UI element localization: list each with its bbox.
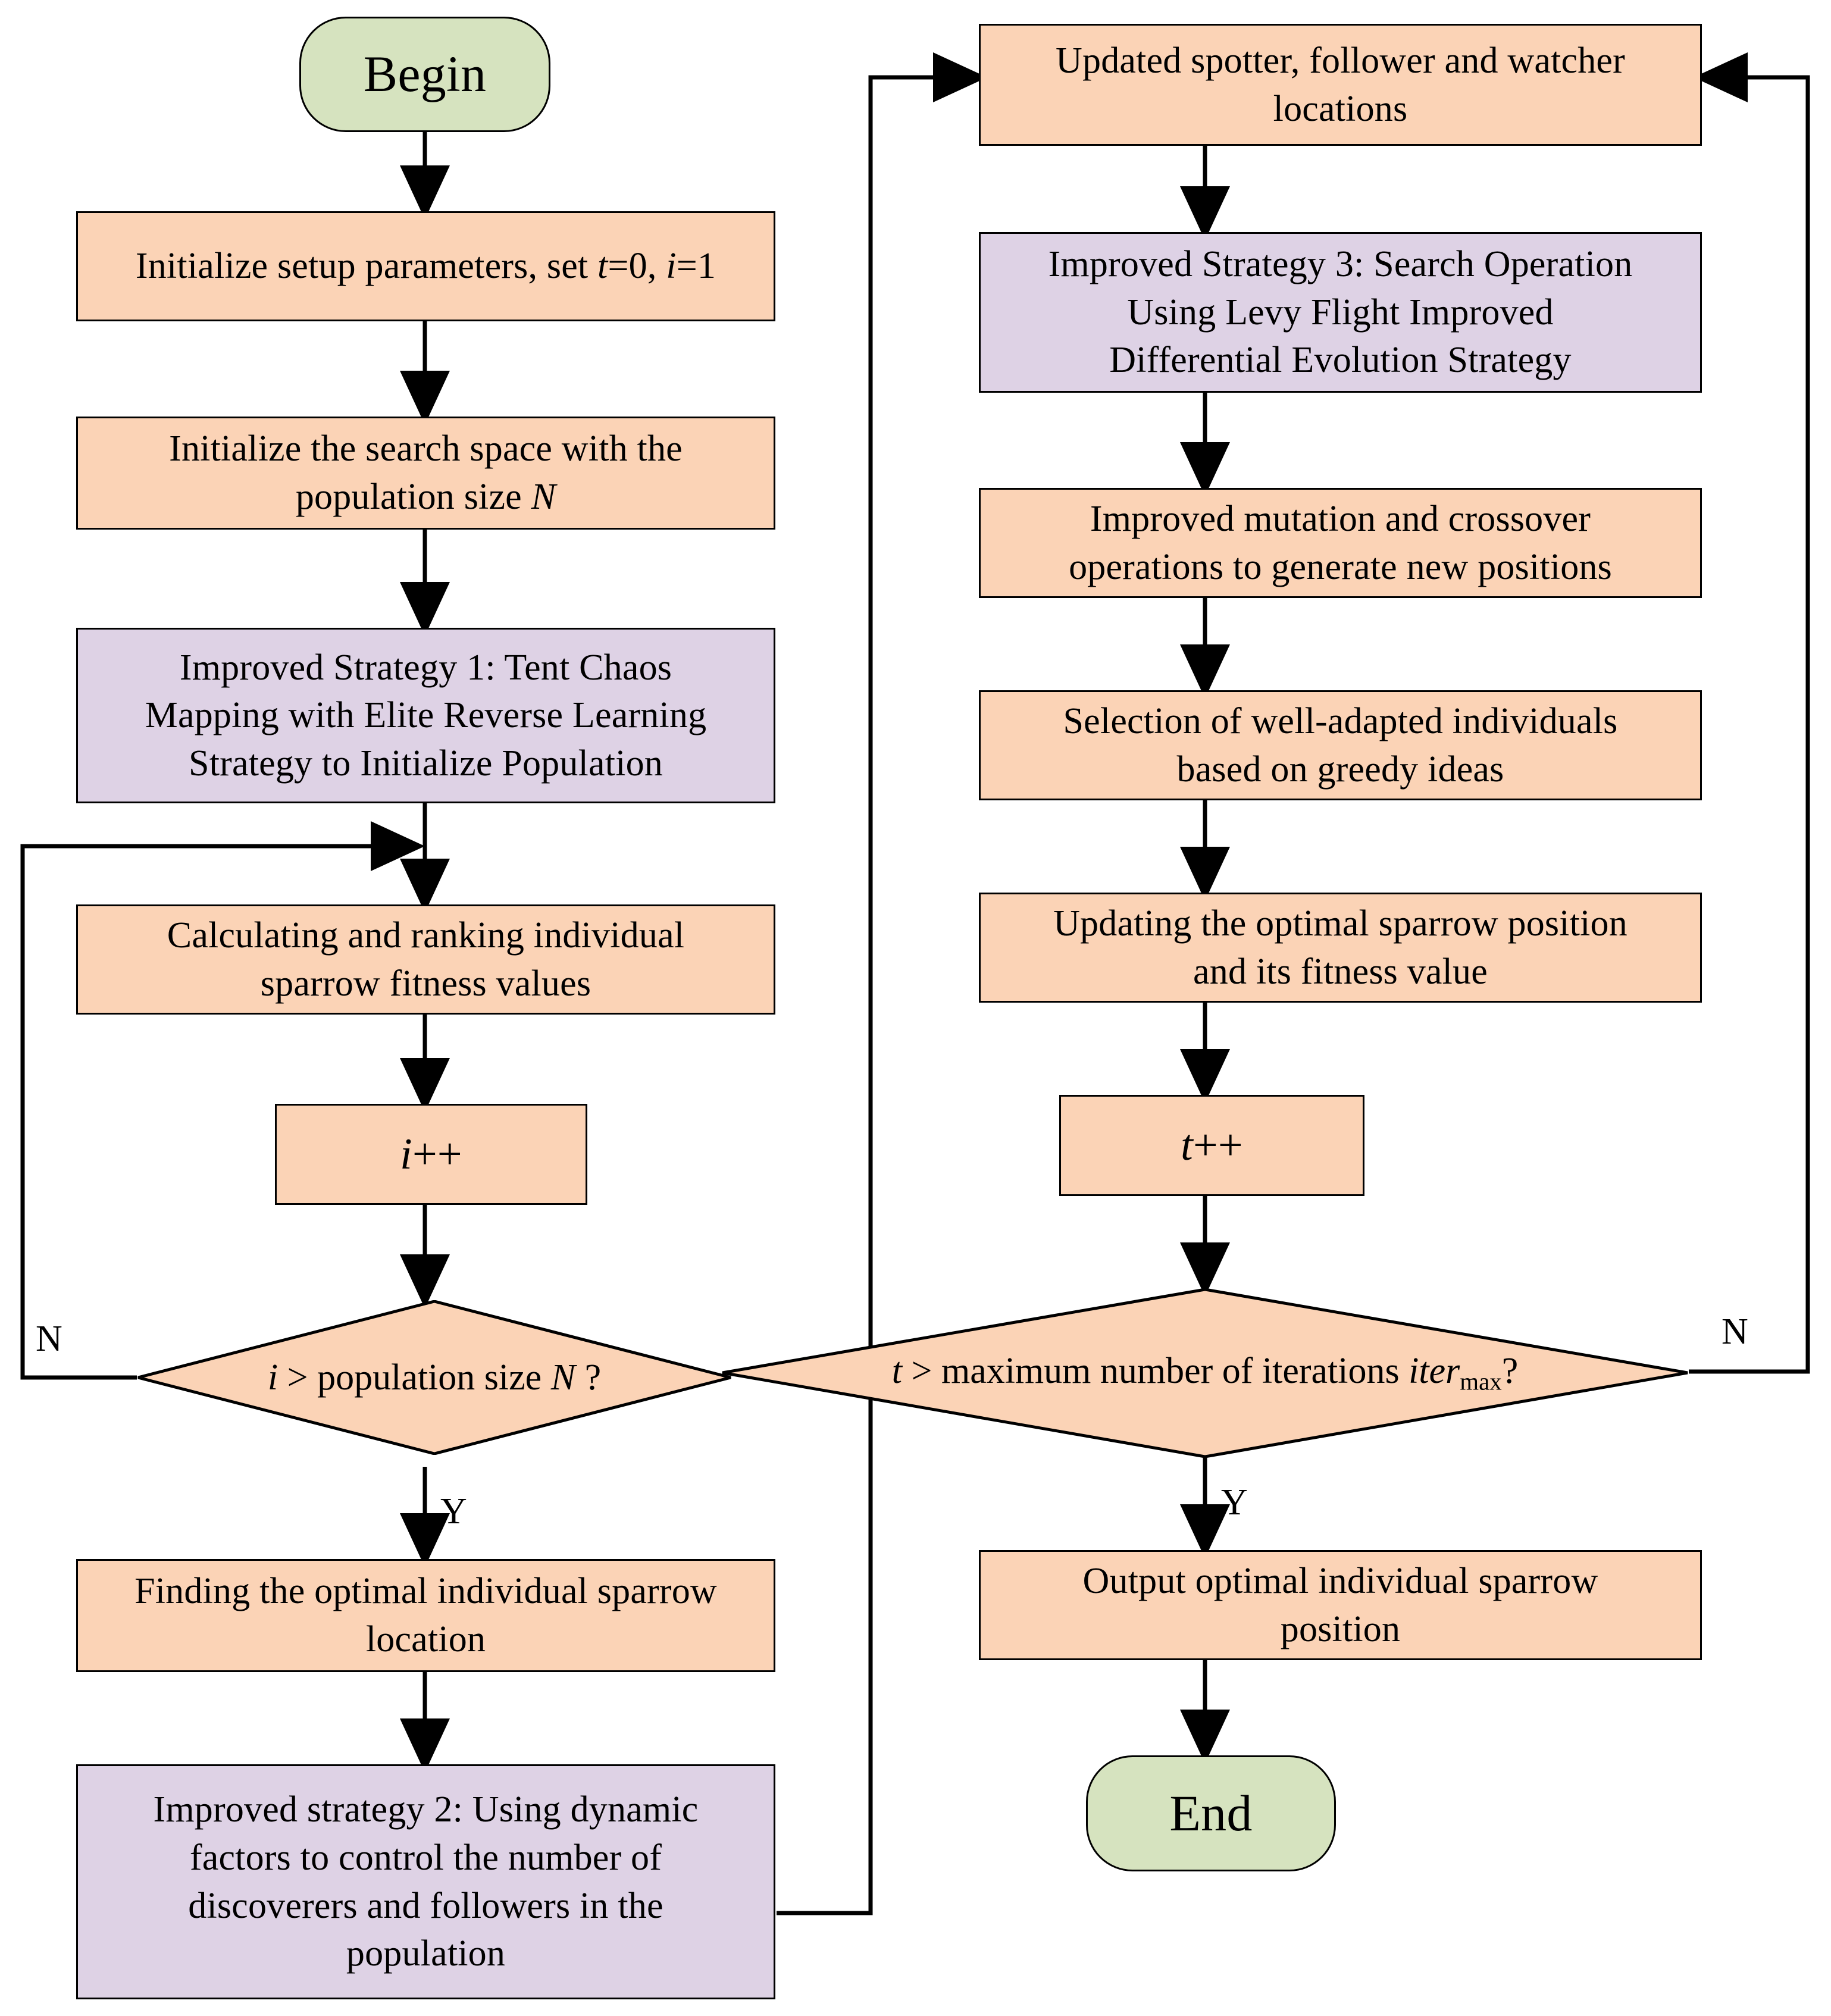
- node-t-increment[interactable]: t++: [1059, 1095, 1364, 1196]
- node-updated-locations[interactable]: Updated spotter, follower and watcher lo…: [979, 24, 1702, 146]
- t-increment-op: ++: [1193, 1120, 1243, 1170]
- node-updating-optimal-position-line1: Updating the optimal sparrow position: [1053, 903, 1627, 944]
- node-updating-optimal-position-line2: and its fitness value: [1193, 951, 1488, 992]
- edge-label-left-no: N: [36, 1318, 62, 1360]
- decision-i-var: i: [267, 1357, 278, 1398]
- decision-i-q: ?: [575, 1357, 602, 1398]
- node-end[interactable]: End: [1086, 1755, 1336, 1871]
- node-i-increment-label: i++: [400, 1126, 462, 1183]
- node-decision-t-gt-itermax-label: t > maximum number of iterations itermax…: [892, 1350, 1518, 1395]
- node-end-label: End: [1169, 1784, 1253, 1842]
- node-improved-strategy-2-line3: discoverers and followers in the: [188, 1885, 663, 1926]
- node-improved-strategy-2[interactable]: Improved strategy 2: Using dynamic facto…: [76, 1764, 775, 1999]
- init-params-text-3: =1: [676, 246, 716, 287]
- node-improved-mutation-crossover-line1: Improved mutation and crossover: [1090, 498, 1591, 539]
- node-find-optimal-location[interactable]: Finding the optimal individual sparrow l…: [76, 1559, 775, 1672]
- edge-label-left-yes-text: Y: [440, 1491, 467, 1532]
- node-i-increment[interactable]: i++: [275, 1104, 587, 1205]
- node-updated-locations-line1: Updated spotter, follower and watcher: [1056, 40, 1625, 81]
- edge-label-left-no-text: N: [36, 1319, 62, 1359]
- node-improved-strategy-3-line1: Improved Strategy 3: Search Operation: [1048, 244, 1633, 285]
- node-output-optimal-position-line1: Output optimal individual sparrow: [1082, 1560, 1598, 1601]
- node-improved-strategy-3[interactable]: Improved Strategy 3: Search Operation Us…: [979, 232, 1702, 393]
- node-improved-strategy-1-line3: Strategy to Initialize Population: [189, 743, 663, 784]
- init-params-text-2: =0,: [608, 246, 666, 287]
- node-improved-strategy-2-line2: factors to control the number of: [189, 1837, 662, 1878]
- node-initialize-setup-parameters-label: Initialize setup parameters, set t=0, i=…: [136, 242, 716, 290]
- t-increment-var: t: [1181, 1120, 1193, 1170]
- decision-t-q: ?: [1501, 1351, 1519, 1392]
- node-calculate-rank-fitness-line2: sparrow fitness values: [260, 963, 591, 1004]
- node-decision-t-gt-itermax[interactable]: t > maximum number of iterations itermax…: [721, 1288, 1689, 1458]
- node-improved-mutation-crossover[interactable]: Improved mutation and crossover operatio…: [979, 488, 1702, 598]
- node-improved-strategy-2-line4: population: [346, 1933, 506, 1974]
- edge-label-right-no-text: N: [1722, 1311, 1748, 1352]
- node-begin[interactable]: Begin: [299, 17, 550, 132]
- edge-label-right-yes-text: Y: [1221, 1482, 1248, 1523]
- node-selection-greedy-line2: based on greedy ideas: [1176, 749, 1504, 790]
- i-increment-op: ++: [412, 1129, 462, 1179]
- node-improved-strategy-3-line3: Differential Evolution Strategy: [1109, 340, 1572, 381]
- node-t-increment-label: t++: [1181, 1117, 1243, 1174]
- node-initialize-search-space-line2: population size N: [296, 473, 556, 521]
- decision-t-iter: iter: [1409, 1351, 1460, 1392]
- node-updated-locations-line2: locations: [1273, 88, 1408, 129]
- node-output-optimal-position-line2: position: [1280, 1608, 1401, 1649]
- node-selection-greedy[interactable]: Selection of well-adapted individuals ba…: [979, 690, 1702, 800]
- node-initialize-search-space[interactable]: Initialize the search space with the pop…: [76, 417, 775, 530]
- init-params-text-1: Initialize setup parameters, set: [135, 246, 598, 287]
- edge-label-right-yes: Y: [1221, 1482, 1248, 1524]
- node-begin-label: Begin: [363, 45, 487, 103]
- init-params-var-t: t: [597, 246, 608, 287]
- edge-label-right-no: N: [1722, 1311, 1748, 1353]
- decision-i-var-n: N: [550, 1357, 576, 1398]
- edge-label-left-yes: Y: [440, 1491, 467, 1533]
- node-output-optimal-position[interactable]: Output optimal individual sparrow positi…: [979, 1550, 1702, 1660]
- decision-t-var: t: [891, 1351, 902, 1392]
- i-increment-var: i: [400, 1129, 412, 1179]
- node-improved-strategy-2-line1: Improved strategy 2: Using dynamic: [153, 1789, 699, 1830]
- node-calculate-rank-fitness[interactable]: Calculating and ranking individual sparr…: [76, 904, 775, 1015]
- node-decision-i-gt-population[interactable]: i > population size N ?: [137, 1300, 732, 1455]
- decision-t-sub: max: [1460, 1368, 1502, 1395]
- init-params-var-i: i: [666, 246, 677, 287]
- node-find-optimal-location-line1: Finding the optimal individual sparrow: [134, 1571, 717, 1612]
- init-search-text: population size: [295, 477, 531, 517]
- node-calculate-rank-fitness-line1: Calculating and ranking individual: [167, 915, 685, 956]
- node-initialize-search-space-line1: Initialize the search space with the: [169, 428, 683, 469]
- node-updating-optimal-position[interactable]: Updating the optimal sparrow position an…: [979, 893, 1702, 1003]
- decision-i-text: > population size: [278, 1357, 551, 1398]
- node-improved-mutation-crossover-line2: operations to generate new positions: [1069, 546, 1612, 587]
- node-improved-strategy-1-line2: Mapping with Elite Reverse Learning: [145, 695, 707, 736]
- decision-t-text: > maximum number of iterations: [902, 1351, 1409, 1392]
- node-improved-strategy-1-line1: Improved Strategy 1: Tent Chaos: [179, 647, 672, 688]
- node-decision-i-gt-population-label: i > population size N ?: [268, 1357, 601, 1399]
- node-improved-strategy-3-line2: Using Levy Flight Improved: [1127, 292, 1554, 333]
- init-search-var-n: N: [531, 477, 556, 517]
- node-find-optimal-location-line2: location: [365, 1619, 486, 1660]
- node-selection-greedy-line1: Selection of well-adapted individuals: [1063, 700, 1618, 741]
- node-improved-strategy-1[interactable]: Improved Strategy 1: Tent Chaos Mapping …: [76, 628, 775, 803]
- node-initialize-setup-parameters[interactable]: Initialize setup parameters, set t=0, i=…: [76, 211, 775, 321]
